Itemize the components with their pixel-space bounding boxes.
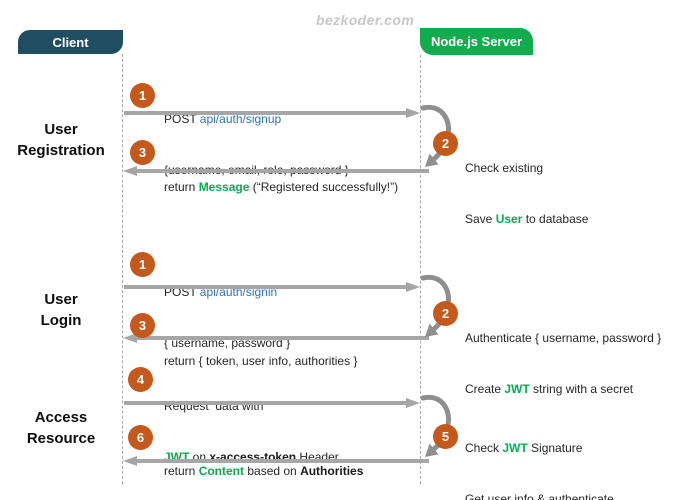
step-circle: 3: [130, 140, 155, 165]
message-line: POST api/auth/signup: [164, 112, 282, 126]
message-line: Create JWT string with a secret: [465, 382, 634, 396]
request-arrowhead-icon: [406, 108, 420, 118]
section-label-user-login: User Login: [0, 289, 122, 331]
message-line: Check existing: [465, 161, 544, 175]
server-lifeline: [420, 55, 421, 484]
message-line: return { token, user info, authorities }: [164, 354, 358, 368]
message-server-process: Check existing Save User to database: [465, 126, 588, 262]
section-label-line: User: [44, 291, 78, 308]
response-arrow: [137, 169, 429, 173]
message-line: Save User to database: [465, 212, 589, 226]
step-circle: 3: [130, 313, 155, 338]
section-label-line: Resource: [26, 430, 96, 447]
request-arrow: [124, 285, 407, 289]
section-label-line: Registration: [17, 142, 105, 159]
section-label-user-registration: User Registration: [0, 119, 122, 161]
message-line: Check JWT Signature: [465, 441, 583, 455]
response-arrow: [137, 459, 429, 463]
response-arrowhead-icon: [123, 166, 137, 176]
message-response: return { token, user info, authorities }: [164, 319, 357, 404]
step-circle: 4: [128, 367, 153, 392]
message-line: return Message (“Registered successfully…: [164, 180, 399, 194]
step-circle: 6: [128, 425, 153, 450]
section-label-line: Login: [40, 312, 82, 329]
request-arrow: [124, 111, 407, 115]
step-circle: 1: [130, 83, 155, 108]
message-line: Authenticate { username, password }: [465, 331, 662, 345]
client-lifeline: [122, 54, 123, 484]
message-response: return Message (“Registered successfully…: [164, 145, 398, 230]
request-arrowhead-icon: [406, 398, 420, 408]
message-line: Get user info & authenticate: [465, 492, 614, 500]
section-label-line: User: [44, 121, 78, 138]
message-server-process: Check JWT Signature Get user info & auth…: [465, 406, 643, 500]
step-circle: 2: [433, 301, 458, 326]
message-line: return Content based on Authorities: [164, 464, 364, 478]
watermark: bezkoder.com: [316, 12, 415, 28]
response-arrowhead-icon: [123, 333, 137, 343]
section-label-line: Access: [34, 409, 88, 426]
message-server-process: Authenticate { username, password } Crea…: [465, 296, 661, 432]
request-arrow: [124, 401, 407, 405]
section-label-access-resource: Access Resource: [0, 407, 122, 449]
message-response: return Content based on Authorities: [164, 429, 363, 500]
actor-client: Client: [18, 30, 123, 54]
request-arrowhead-icon: [406, 282, 420, 292]
step-circle: 1: [130, 252, 155, 277]
step-circle: 5: [433, 424, 458, 449]
actor-server: Node.js Server: [420, 28, 533, 55]
step-circle: 2: [433, 131, 458, 156]
response-arrowhead-icon: [123, 456, 137, 466]
response-arrow: [137, 336, 429, 340]
